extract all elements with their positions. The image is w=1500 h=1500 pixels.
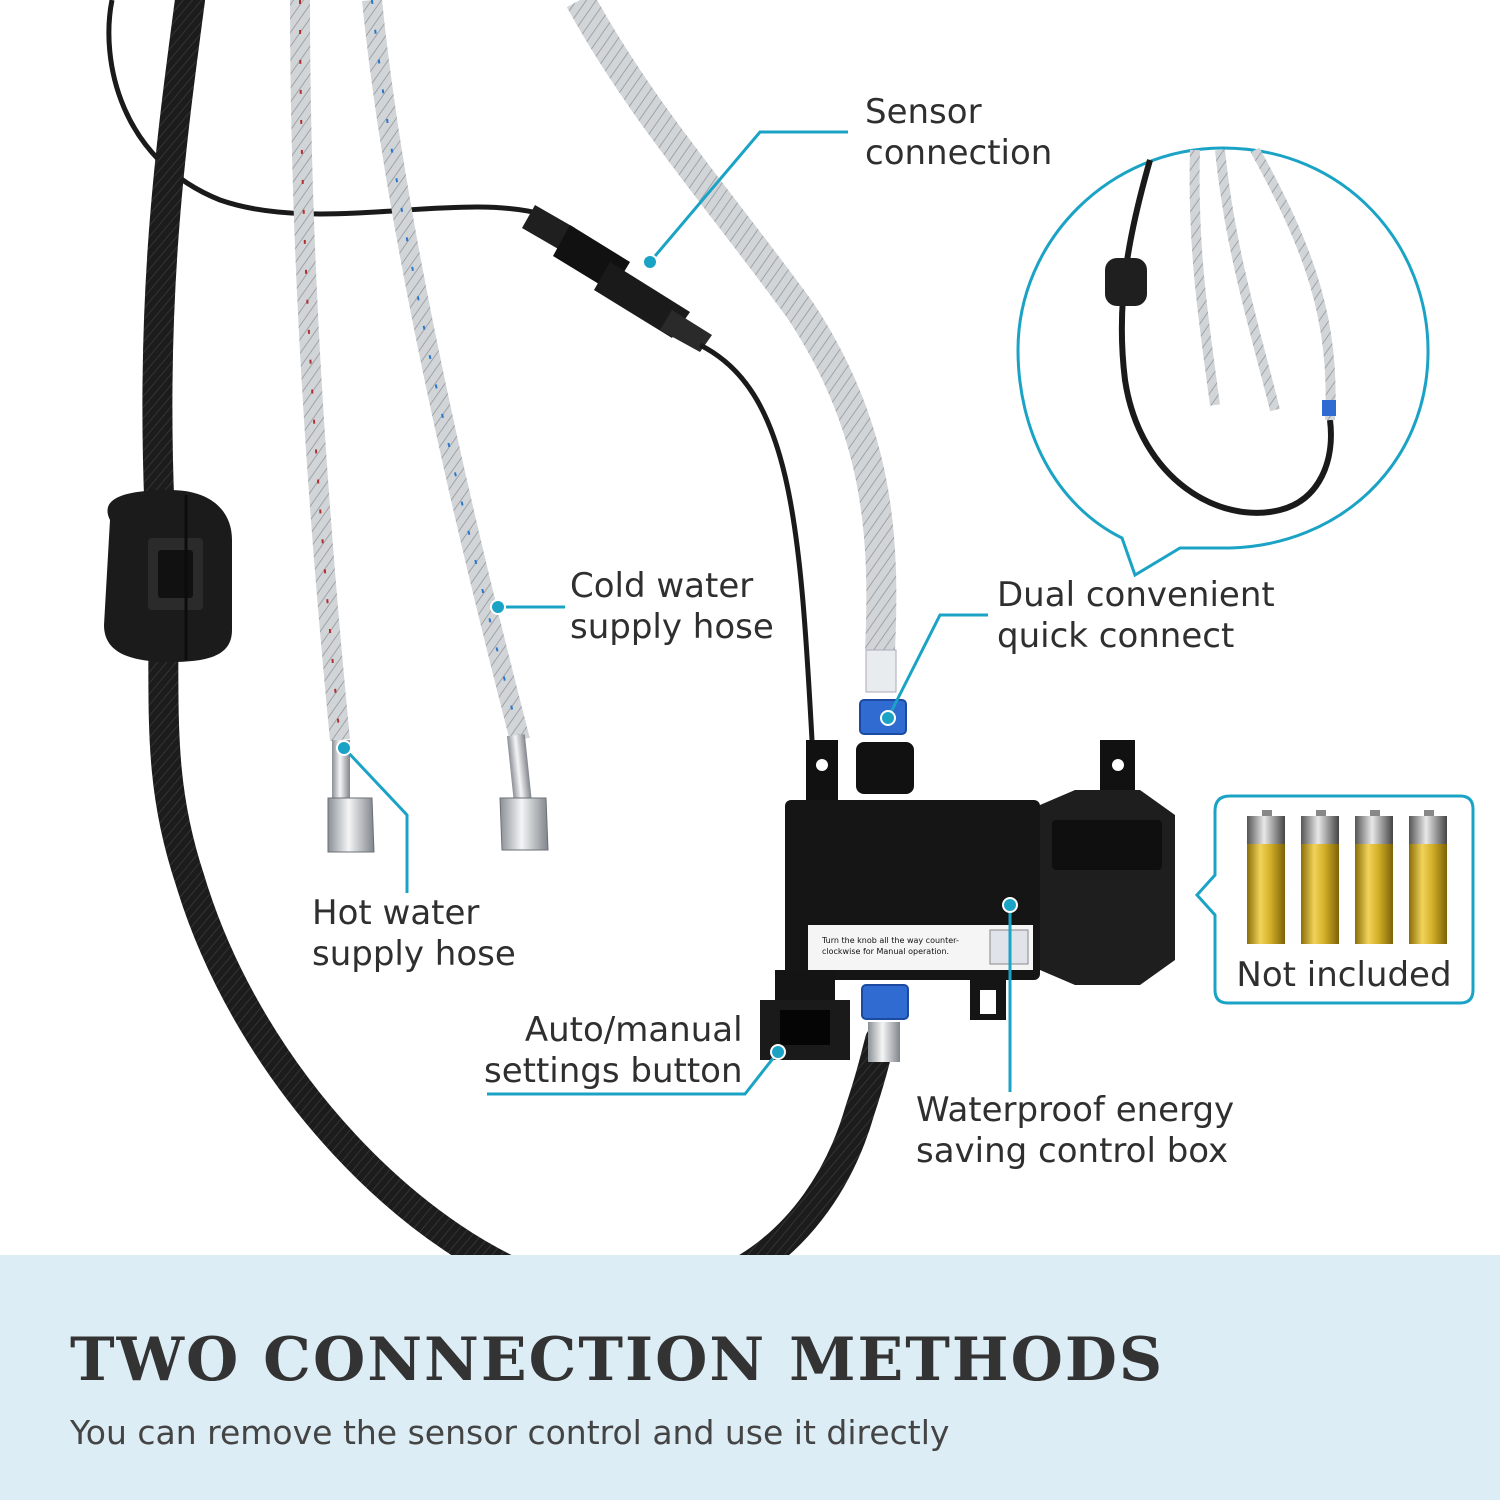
batteries-not-included-note: Not included — [1236, 955, 1452, 995]
zoom-bubble — [1016, 146, 1430, 578]
sensor-connector — [522, 205, 712, 352]
callout-line: quick connect — [997, 616, 1235, 656]
hose-clip — [104, 490, 232, 662]
sensor-cable — [106, 0, 546, 218]
footer-title: TWO CONNECTION METHODS — [70, 1325, 1165, 1395]
callout-line: supply hose — [312, 934, 516, 974]
battery — [1409, 810, 1447, 944]
callout-line: Sensor — [865, 92, 982, 132]
battery — [1301, 810, 1339, 944]
hot-water-hose-path — [290, 0, 350, 741]
control-cable — [698, 342, 815, 741]
callout-cold-water-hose: Cold water supply hose — [570, 566, 774, 648]
callout-line: Auto/manual — [524, 1010, 743, 1050]
callout-line: Hot water — [312, 893, 480, 933]
battery — [1355, 810, 1393, 944]
callout-line: Cold water — [570, 566, 754, 606]
callout-line: settings button — [484, 1051, 743, 1091]
callout-dual-quick-connect: Dual convenient quick connect — [997, 575, 1275, 657]
control-box — [760, 740, 1175, 1062]
leader-lines — [342, 130, 1012, 1096]
footer-band — [0, 1255, 1500, 1500]
cold-hose-nut — [499, 797, 549, 851]
callout-hot-water-hose: Hot water supply hose — [312, 893, 516, 975]
outlet-steel-hose — [566, 0, 897, 651]
main-black-hose — [142, 0, 895, 1316]
batteries — [1247, 810, 1447, 944]
battery — [1247, 810, 1285, 944]
callout-line: Waterproof energy — [916, 1090, 1235, 1130]
blue-quick-connect-bottom — [861, 984, 909, 1020]
callout-line: supply hose — [570, 607, 774, 647]
callout-sensor-connection: Sensor connection — [865, 92, 1052, 174]
callout-control-box: Waterproof energy saving control box — [916, 1090, 1234, 1172]
footer-subtitle: You can remove the sensor control and us… — [70, 1413, 950, 1452]
cold-water-hose-path — [362, 0, 530, 743]
callout-line: saving control box — [916, 1131, 1229, 1171]
control-box-label: Turn the knob all the way counter-clockw… — [822, 936, 959, 956]
leader-dots — [336, 254, 1018, 1060]
hot-hose-nut — [327, 797, 375, 853]
callout-auto-manual-button: Auto/manual settings button — [484, 1010, 743, 1092]
callout-line: connection — [865, 133, 1053, 173]
callout-line: Dual convenient — [997, 575, 1275, 615]
bubble-black-cable — [1118, 159, 1334, 516]
